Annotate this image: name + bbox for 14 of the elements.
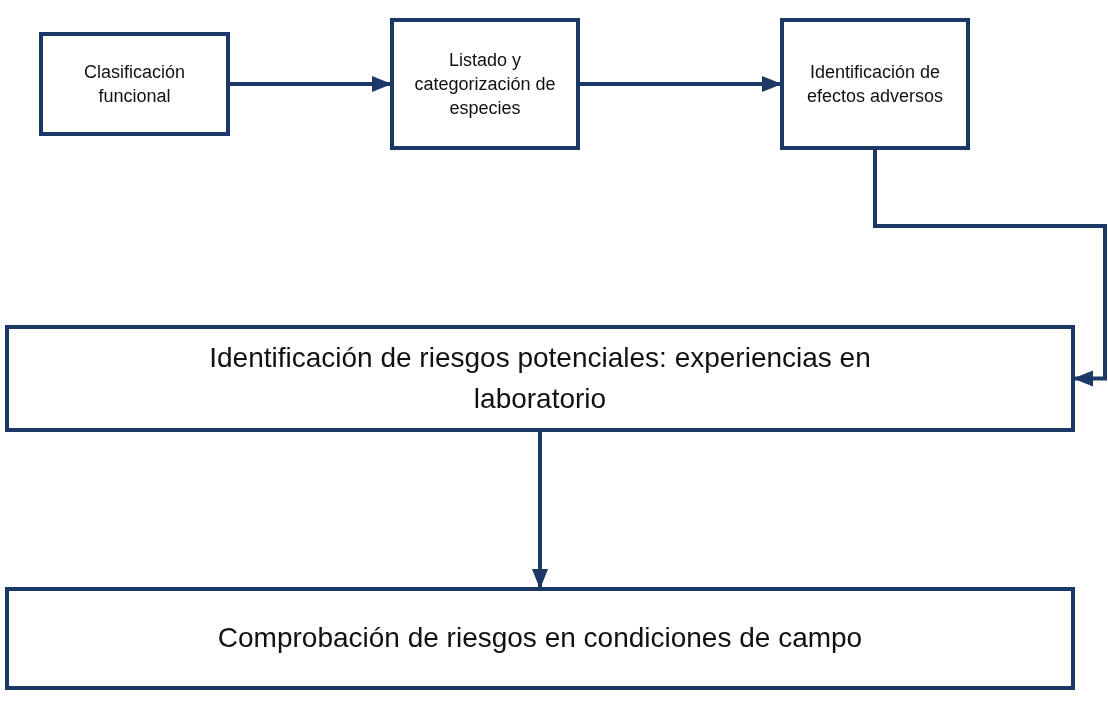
process-box bbox=[5, 325, 1075, 432]
arrow bbox=[580, 76, 782, 92]
process-box bbox=[390, 18, 580, 150]
box-text: Comprobación de riesgos en condiciones de campo bbox=[217, 621, 863, 656]
box-text: Listado y categorización de especies bbox=[413, 48, 557, 121]
arrow bbox=[532, 432, 548, 589]
box-text: Identificación de riesgos potenciales: experiencias en laboratorio bbox=[209, 340, 871, 416]
process-box bbox=[780, 18, 970, 150]
arrow bbox=[873, 150, 1107, 387]
box-text: Identificación de efectos adversos bbox=[805, 60, 945, 108]
box-text: Clasificación funcional bbox=[82, 60, 186, 108]
arrow bbox=[230, 76, 392, 92]
process-box bbox=[5, 587, 1075, 690]
process-box bbox=[39, 32, 230, 136]
